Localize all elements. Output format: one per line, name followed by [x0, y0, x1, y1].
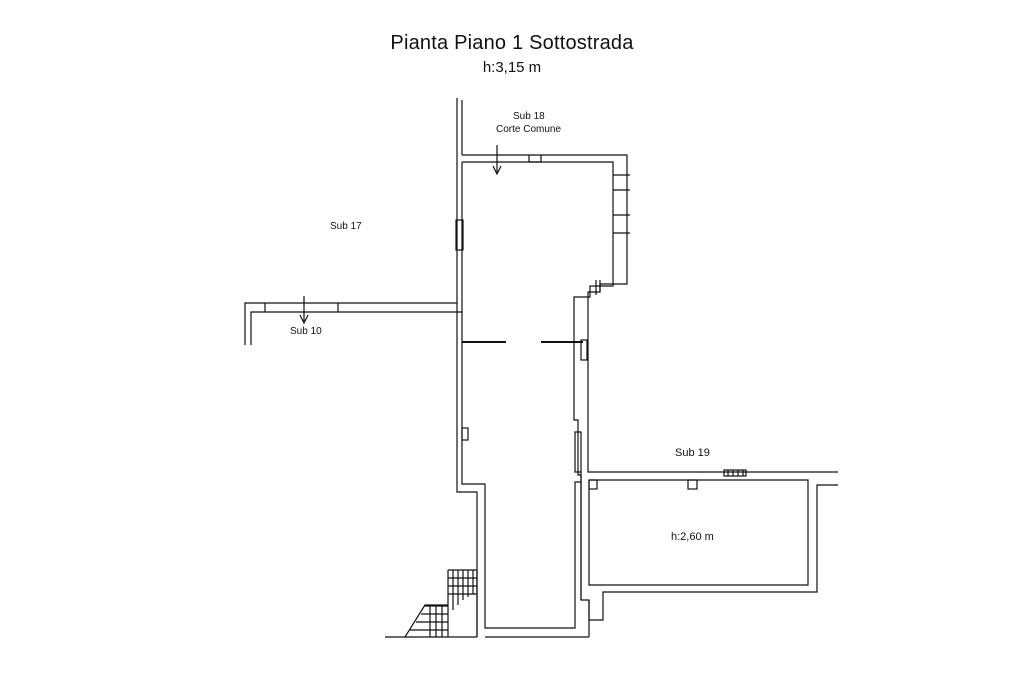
window-right [580, 339, 588, 361]
courtyard-openings [613, 174, 630, 234]
annex-outer-wall [580, 472, 838, 621]
sub10-wall-inner [250, 311, 462, 345]
annex-inner-wall [588, 479, 809, 586]
ceiling-height: h:3,15 m [482, 59, 542, 76]
window-right-lower [574, 431, 582, 473]
label-annex-height: h:2,60 m [671, 531, 714, 543]
main-room-outer-wall [456, 154, 838, 637]
plan-title: Pianta Piano 1 Sottostrada [390, 32, 634, 54]
annex-vent-lines [727, 470, 744, 476]
sub10-wall-fill [264, 303, 339, 312]
entrance-arrow-sub10 [299, 296, 309, 325]
label-sub17: Sub 17 [330, 221, 362, 232]
staircase [404, 569, 477, 638]
main-room-inner-wall-left [461, 162, 581, 629]
label-corte-comune: Corte Comune [496, 124, 562, 135]
label-sub10: Sub 10 [290, 326, 322, 337]
niche-annex-mid [687, 479, 698, 490]
niche-annex-left [588, 479, 598, 490]
window-left [455, 219, 464, 251]
sub10-wall-outer [244, 302, 457, 345]
main-room-inner-wall [462, 161, 614, 600]
niche-left [461, 427, 469, 441]
door-mark-top-right [595, 280, 601, 295]
annex-vent [723, 469, 747, 477]
entrance-niche [528, 155, 542, 163]
entrance-arrow-sub18 [492, 145, 502, 176]
label-sub19: Sub 19 [675, 447, 710, 459]
label-sub18: Sub 18 [513, 111, 545, 122]
